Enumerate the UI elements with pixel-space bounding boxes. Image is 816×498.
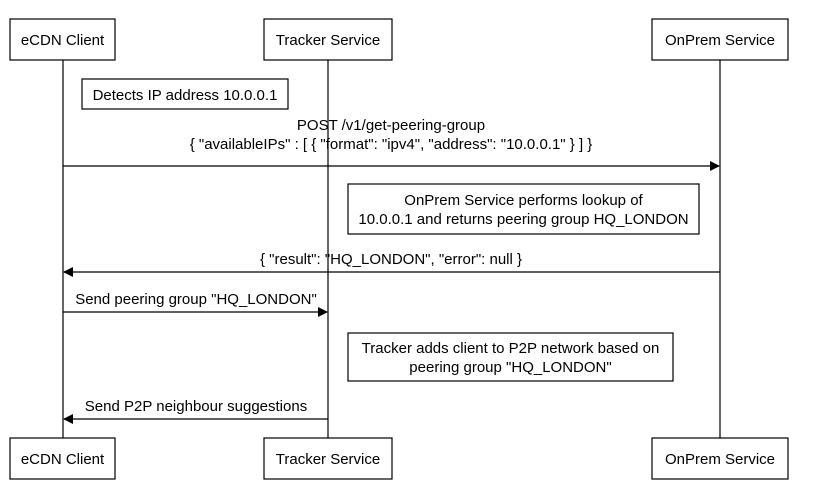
participant-onprem-bottom: OnPrem Service (651, 437, 789, 480)
message-result-label: { "result": "HQ_LONDON", "error": null } (260, 251, 522, 268)
note-text: Detects IP address 10.0.0.1 (93, 87, 278, 104)
message-send-group-label: Send peering group "HQ_LONDON" (75, 291, 317, 308)
message-post-label-line2: { "availableIPs" : [ { "format": "ipv4",… (190, 136, 593, 153)
note-tracker-adds: Tracker adds client to P2P network based… (347, 332, 674, 382)
note-detects-ip: Detects IP address 10.0.0.1 (81, 78, 289, 110)
note-text-line1: OnPrem Service performs lookup of (404, 192, 643, 209)
message-post-label-line1: POST /v1/get-peering-group (297, 117, 485, 134)
participant-onprem-top: OnPrem Service (651, 18, 789, 61)
message-neighbours-label: Send P2P neighbour suggestions (85, 398, 307, 415)
note-text-line2: 10.0.0.1 and returns peering group HQ_LO… (358, 211, 688, 228)
participant-tracker-top: Tracker Service (263, 18, 393, 61)
participant-client-top: eCDN Client (9, 18, 116, 61)
participant-client-bottom: eCDN Client (9, 437, 116, 480)
note-onprem-lookup: OnPrem Service performs lookup of 10.0.0… (347, 183, 700, 235)
participant-label: eCDN Client (21, 32, 105, 49)
note-text-line2: peering group "HQ_LONDON" (409, 359, 611, 376)
participant-label: eCDN Client (21, 451, 105, 468)
participant-label: OnPrem Service (665, 32, 775, 49)
participant-label: Tracker Service (276, 32, 380, 49)
participant-label: Tracker Service (276, 451, 380, 468)
participant-label: OnPrem Service (665, 451, 775, 468)
note-text-line1: Tracker adds client to P2P network based… (362, 340, 660, 357)
participant-tracker-bottom: Tracker Service (263, 437, 393, 480)
